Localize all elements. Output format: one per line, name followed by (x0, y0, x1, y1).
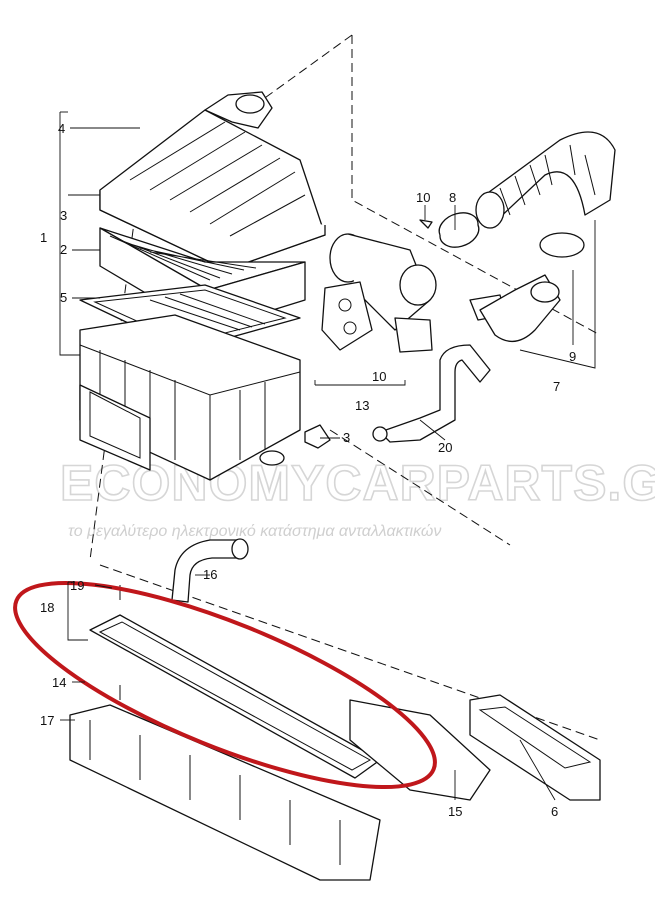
callout-10-gasket: 10 (372, 369, 386, 384)
callout-16: 16 (203, 567, 217, 582)
intake-duct-lower (69, 694, 601, 881)
callout-labels: 1 2 3 3 4 5 6 7 8 9 10 10 13 14 15 16 17… (40, 121, 576, 819)
callout-4: 4 (58, 121, 65, 136)
intake-hose (475, 131, 616, 342)
breather-hose (171, 538, 249, 603)
callout-17: 17 (40, 713, 54, 728)
watermark-tagline: το μεγαλύτερο ηλεκτρονικό κατάστημα αντα… (68, 523, 441, 540)
watermark-brand: ECONOMYCARPARTS.GR (60, 455, 655, 511)
callout-10-bolt: 10 (416, 190, 430, 205)
vent-hose (304, 344, 491, 449)
callout-3-top: 3 (60, 208, 67, 223)
callout-19: 19 (70, 578, 84, 593)
callout-3-nut: 3 (343, 430, 350, 445)
callout-1: 1 (40, 230, 47, 245)
callout-20: 20 (438, 440, 452, 455)
callout-15: 15 (448, 804, 462, 819)
watermark: ECONOMYCARPARTS.GR το μεγαλύτερο ηλεκτρο… (59, 454, 655, 540)
highlight-ring (13, 580, 437, 790)
callout-14: 14 (52, 675, 66, 690)
callout-9: 9 (569, 349, 576, 364)
callout-8: 8 (449, 190, 456, 205)
callout-18: 18 (40, 600, 54, 615)
air-filter-lower-housing (79, 314, 301, 481)
callout-6: 6 (551, 804, 558, 819)
callout-13: 13 (355, 398, 369, 413)
throttle-assembly (321, 212, 506, 353)
air-filter-lid (99, 91, 326, 266)
leader-lines (59, 111, 596, 801)
callout-2: 2 (60, 242, 67, 257)
callout-5: 5 (60, 290, 67, 305)
callout-7: 7 (553, 379, 560, 394)
